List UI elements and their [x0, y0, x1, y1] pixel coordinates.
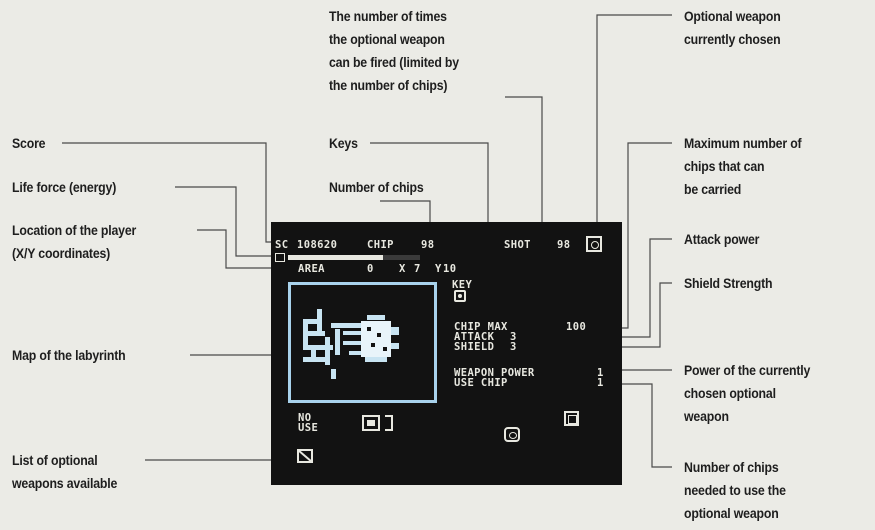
label-map: Map of the labyrinth: [12, 347, 126, 363]
label-location-line-2: (X/Y coordinates): [12, 245, 111, 261]
label-chips: Number of chips: [329, 179, 424, 195]
x-label: X: [399, 263, 406, 275]
label-chosen-weapon-line-1: Optional weapon: [684, 8, 781, 24]
attack-label: ATTACK: [454, 331, 495, 343]
life-force-fill: [288, 255, 384, 260]
label-weapons-list-line-1: List of optional: [12, 452, 98, 468]
weapon-power-label: WEAPON POWER: [454, 367, 535, 379]
area-label: AREA: [298, 263, 325, 275]
game-screen: SC 108620 CHIP 98 SHOT 98 AREA 0 X 7 Y 1…: [271, 222, 622, 485]
leader-life-force: [175, 186, 276, 257]
label-chip-max-line-2: chips that can: [684, 158, 765, 174]
label-weapon-power-line-1: Power of the currently: [684, 362, 811, 378]
score-label: SC: [275, 239, 289, 251]
label-shots: The number of times the optional weapon ca…: [329, 5, 459, 97]
label-use-chip-line-2: needed to use the: [684, 482, 786, 498]
leader-shield: [592, 282, 672, 348]
life-force-icon: [275, 253, 285, 262]
chip-max-value: 100: [566, 321, 587, 333]
weapon-bracket-icon: [385, 415, 393, 431]
label-use-chip-line-1: Number of chips: [684, 459, 779, 475]
y-label: Y: [435, 263, 442, 275]
label-use-chip: Number of chips needed to use the optional…: [684, 456, 786, 525]
life-force-bar: [288, 255, 420, 260]
shield-value: 3: [510, 341, 517, 353]
label-weapon-power-line-3: weapon: [684, 408, 729, 424]
label-shots-line-1: The number of times: [329, 8, 447, 24]
label-chosen-weapon: Optional weapon currently chosen: [684, 5, 781, 51]
chip-max-label: CHIP MAX: [454, 321, 508, 333]
leader-shots: [505, 96, 543, 234]
label-weapons-list-line-2: weapons available: [12, 475, 118, 491]
chosen-weapon-icon: [586, 236, 602, 252]
label-weapon-power-line-2: chosen optional: [684, 385, 776, 401]
label-keys: Keys: [329, 135, 358, 151]
use-label: USE: [298, 422, 319, 434]
chip-value: 98: [421, 239, 435, 251]
label-location-line-1: Location of the player: [12, 222, 137, 238]
weapon-power-value: 1: [597, 367, 604, 379]
label-use-chip-line-3: optional weapon: [684, 505, 779, 521]
label-shield: Shield Strength: [684, 275, 773, 291]
label-weapon-power: Power of the currently chosen optional wea…: [684, 359, 810, 428]
label-life-force: Life force (energy): [12, 179, 117, 195]
label-shots-line-4: the number of chips): [329, 77, 448, 93]
attack-value: 3: [510, 331, 517, 343]
labyrinth-map: [288, 282, 437, 403]
label-shots-line-2: the optional weapon: [329, 31, 445, 47]
weapon-pod-icon: [504, 427, 520, 442]
weapon-box-icon: [564, 411, 579, 426]
leader-use-chip: [612, 383, 672, 468]
shield-label: SHIELD: [454, 341, 495, 353]
leader-location: [197, 229, 280, 269]
y-value: 10: [443, 263, 457, 275]
x-value: 7: [414, 263, 421, 275]
labyrinth-map-graphic: [303, 309, 399, 379]
label-attack: Attack power: [684, 231, 760, 247]
leader-chosen-weapon: [596, 14, 672, 233]
label-chip-max-line-1: Maximum number of: [684, 135, 802, 151]
shot-value: 98: [557, 239, 571, 251]
weapon-box-icon: [362, 415, 380, 431]
area-value: 0: [367, 263, 374, 275]
label-weapons-list: List of optional weapons available: [12, 449, 117, 495]
key-icon: [454, 290, 466, 302]
no-label: NO: [298, 412, 312, 424]
label-score: Score: [12, 135, 46, 151]
chip-label: CHIP: [367, 239, 394, 251]
shot-label: SHOT: [504, 239, 531, 251]
weapon-cancel-icon: [297, 449, 313, 463]
label-shots-line-3: can be fired (limited by: [329, 54, 459, 70]
label-chosen-weapon-line-2: currently chosen: [684, 31, 781, 47]
score-value: 108620: [297, 239, 338, 251]
label-location: Location of the player (X/Y coordinates): [12, 219, 136, 265]
key-label: KEY: [452, 279, 473, 291]
label-chip-max-line-3: be carried: [684, 181, 742, 197]
use-chip-label: USE CHIP: [454, 377, 508, 389]
label-chip-max: Maximum number of chips that can be carrie…: [684, 132, 802, 201]
use-chip-value: 1: [597, 377, 604, 389]
